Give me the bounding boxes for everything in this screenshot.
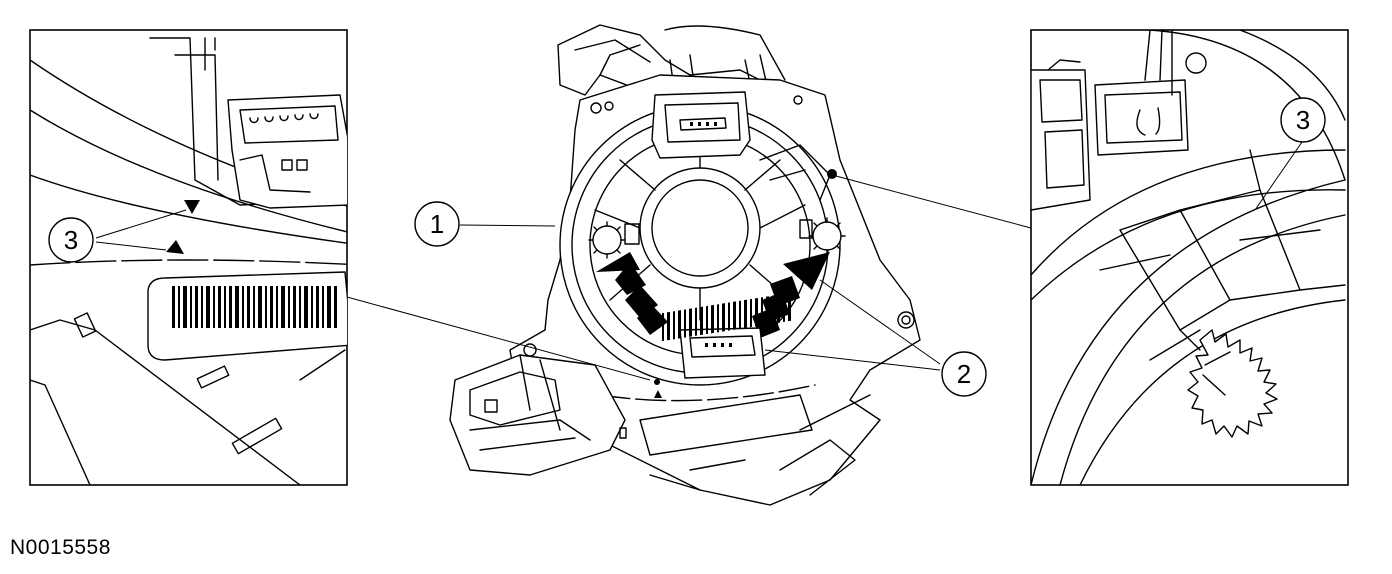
leader-lines: [95, 141, 1303, 381]
svg-text:3: 3: [64, 225, 78, 255]
svg-text:3: 3: [1296, 105, 1310, 135]
gear-icon: [1187, 329, 1278, 438]
callout-2: 2: [941, 351, 987, 397]
clockspring-assembly: [449, 24, 921, 506]
left-detail-inset: [29, 29, 348, 486]
callout-1: 1: [414, 201, 460, 247]
barcode-left: [172, 286, 337, 328]
svg-text:1: 1: [430, 209, 444, 239]
figure-id: N0015558: [10, 536, 111, 559]
gear-icon: [588, 221, 640, 259]
callout-3-right: 3: [1280, 97, 1326, 143]
barcode-main: [662, 292, 791, 342]
svg-text:2: 2: [957, 359, 971, 389]
callout-3-left: 3: [48, 217, 94, 263]
gear-icon: [799, 217, 846, 255]
